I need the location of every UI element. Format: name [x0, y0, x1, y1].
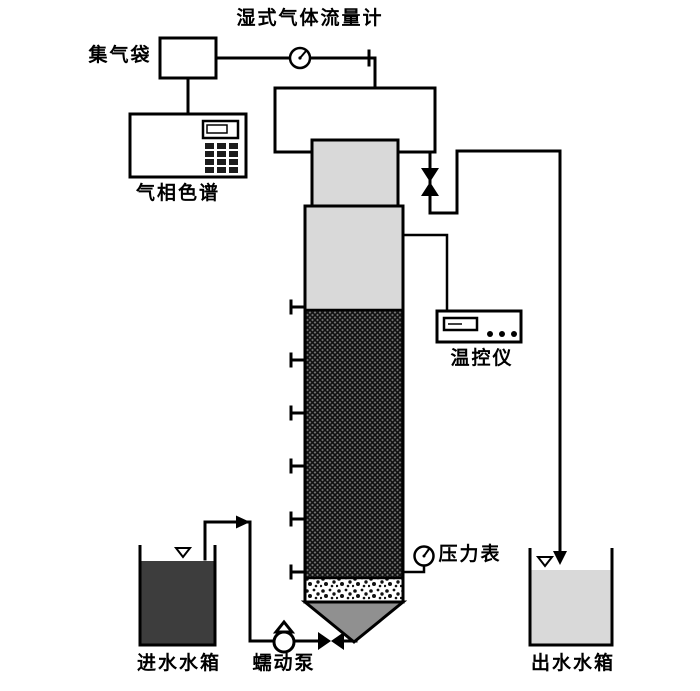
pipe-effluent-line: [428, 149, 562, 555]
sampling-port: [289, 458, 307, 474]
influent-tank-wall: [138, 545, 217, 647]
valve-icon-gas: [421, 168, 439, 196]
pipe-meter-to-head: [308, 56, 377, 91]
temperature-controller: [435, 309, 523, 344]
influent-water: [141, 561, 214, 644]
effluent-tank: [528, 548, 614, 647]
controller-knobs: [487, 331, 517, 337]
valve-icon-bottom: [318, 632, 344, 650]
gas-chromatograph: [128, 112, 248, 179]
label-gas-bag: 集气袋: [88, 45, 152, 66]
pressure-gauge-icon: [413, 545, 435, 567]
label-pressure-gauge: 压力表: [438, 544, 502, 565]
gc-display-inner: [206, 124, 228, 134]
label-temp-controller: 温控仪: [450, 348, 514, 369]
effluent-water: [531, 570, 611, 644]
gc-keypad: [205, 143, 238, 173]
reactor-funnel: [300, 600, 408, 644]
label-gas-chromatograph: 气相色谱: [136, 183, 221, 204]
sampling-port: [289, 405, 307, 421]
sampling-port: [289, 352, 307, 368]
flow-meter-icon: [288, 46, 312, 70]
water-level-icon: [173, 547, 193, 559]
reactor-packed-bed: [306, 310, 402, 578]
influent-tank: [138, 545, 217, 647]
sampling-port: [289, 299, 307, 315]
gc-display: [201, 119, 240, 140]
label-wet-gas-flow-meter: 湿式气体流量计: [236, 8, 384, 29]
label-peristaltic-pump: 蠕动泵: [252, 653, 316, 674]
flow-arrow-down-icon: [553, 551, 567, 565]
reactor-top-tube: [310, 138, 400, 208]
effluent-tank-wall: [528, 548, 614, 647]
reactor-column: [300, 204, 408, 644]
sampling-port: [289, 511, 307, 527]
sampling-ports: [289, 299, 307, 580]
pipe-gauge-stem: [402, 564, 426, 574]
gas-bag: [158, 36, 218, 80]
flow-arrow-right-icon: [236, 515, 250, 529]
reactor-gravel-layer: [306, 578, 402, 601]
sampling-port: [289, 564, 307, 580]
label-influent-tank: 进水水箱: [137, 653, 222, 674]
peristaltic-pump-icon: [272, 619, 296, 654]
water-level-icon: [535, 556, 555, 568]
label-effluent-tank: 出水水箱: [531, 653, 616, 674]
reactor-headspace: [306, 207, 402, 310]
wire-temp-controller: [402, 233, 449, 313]
